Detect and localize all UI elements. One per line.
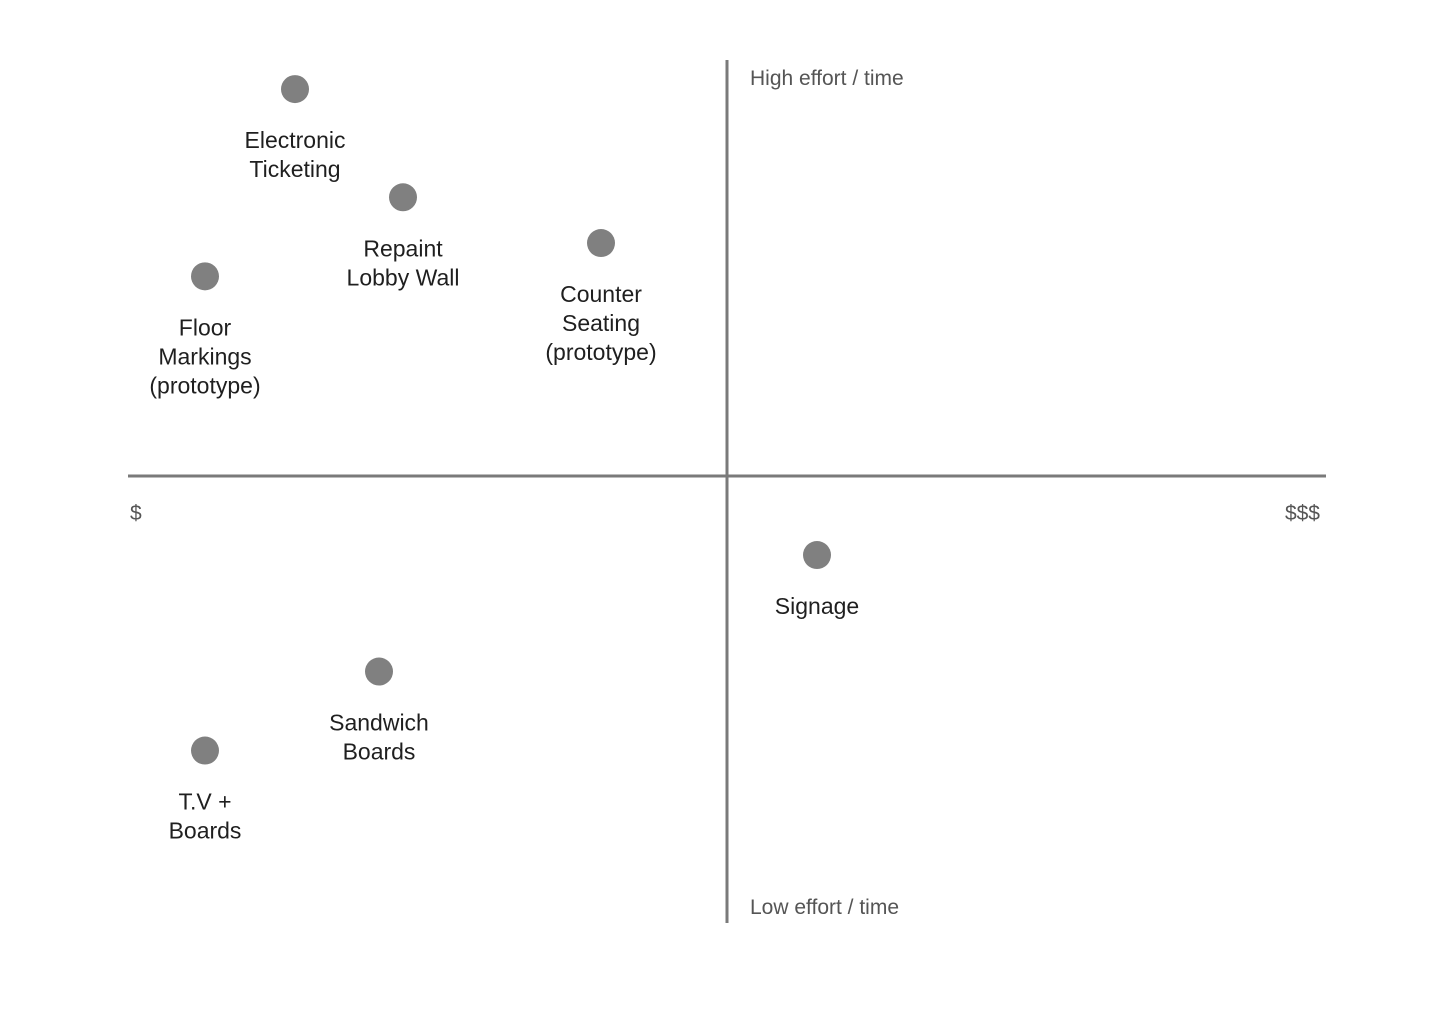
y-axis-bottom-label: Low effort / time — [750, 896, 899, 919]
data-point-label-line: T.V + — [178, 789, 231, 815]
data-point-label-line: Boards — [169, 818, 242, 844]
data-point-marker — [191, 736, 219, 765]
data-point-label-line: Markings — [158, 343, 251, 369]
x-axis-right-label: $$$ — [1285, 502, 1320, 525]
data-point-marker — [587, 229, 615, 258]
data-point-label-line: Lobby Wall — [347, 264, 460, 290]
data-point-group: T.V + Boards — [169, 736, 242, 844]
data-point-label-line: Electronic — [245, 127, 346, 153]
data-point-marker — [365, 657, 393, 686]
y-axis-top-label: High effort / time — [750, 67, 904, 90]
data-point-label-line: Ticketing — [249, 156, 340, 182]
data-point-label-line: Boards — [343, 739, 416, 765]
data-point-label: T.V + Boards — [169, 789, 242, 844]
data-point-label-line: Seating — [562, 310, 640, 336]
data-point-marker — [281, 75, 309, 104]
data-point-label-line: (prototype) — [149, 372, 260, 398]
data-point-label-line: Sandwich — [329, 710, 429, 736]
data-point-label-line: Counter — [560, 281, 642, 307]
x-axis-left-label: $ — [130, 502, 142, 525]
data-point-label: Signage — [775, 593, 859, 619]
data-point-label-line: Floor — [179, 314, 232, 340]
data-point-label-line: Signage — [775, 593, 859, 619]
data-point-marker — [803, 541, 831, 570]
data-point-label-line: (prototype) — [545, 339, 656, 365]
data-point-label-line: Repaint — [363, 235, 443, 261]
data-point-marker — [389, 183, 417, 212]
data-point-group: Signage — [775, 541, 859, 619]
data-point-marker — [191, 262, 219, 291]
